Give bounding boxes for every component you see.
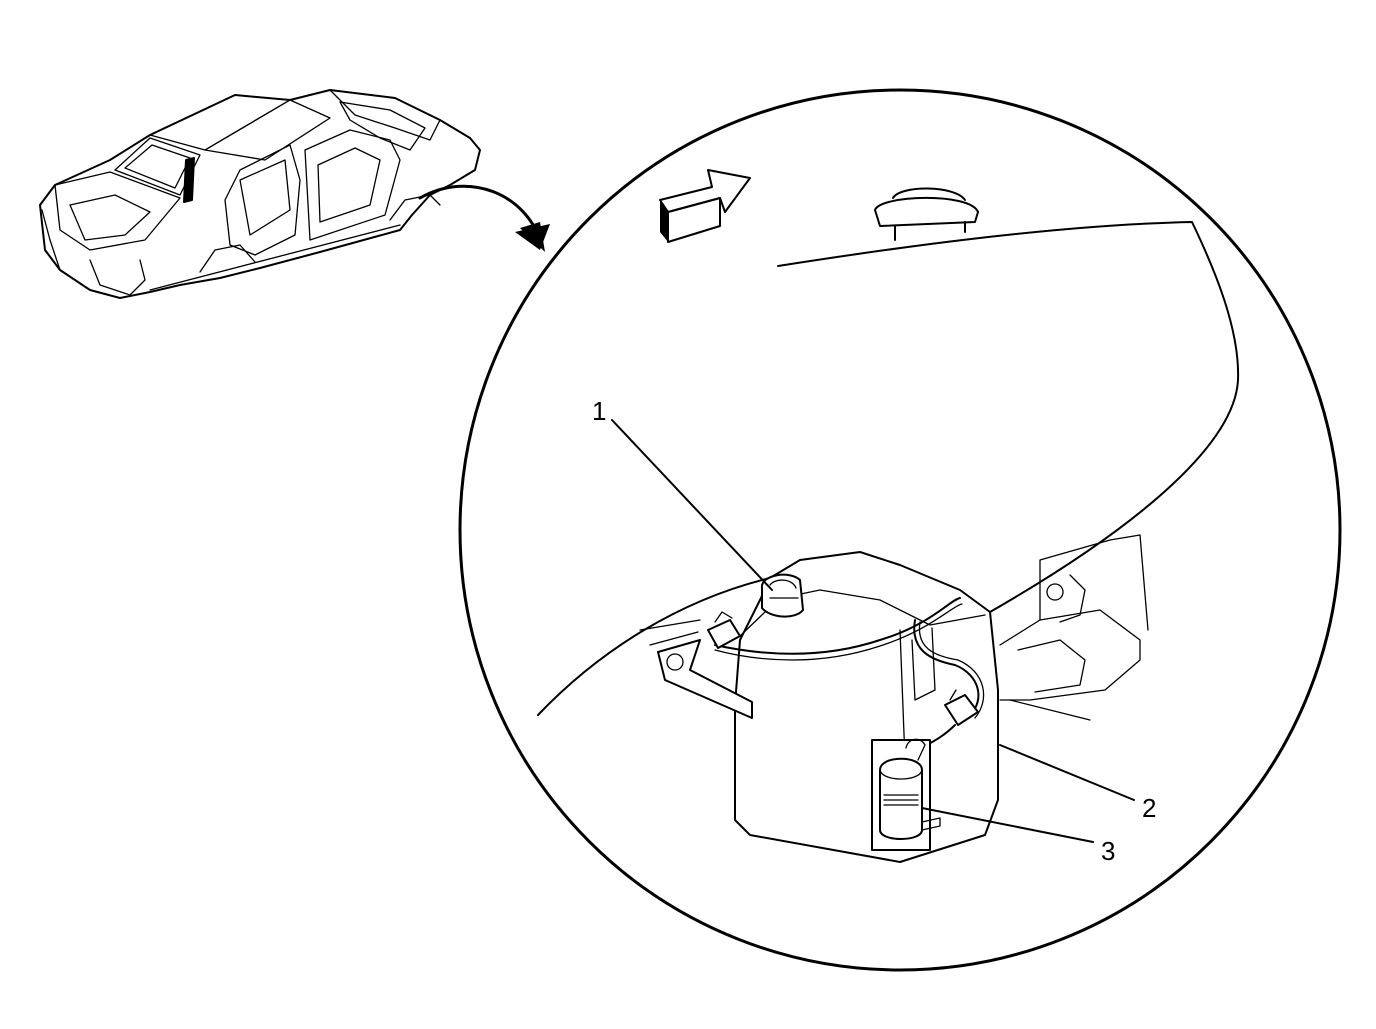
locator-arrow bbox=[418, 184, 550, 252]
washer-fluid-reservoir bbox=[734, 534, 1149, 863]
reservoir-mount-bracket bbox=[639, 619, 753, 719]
leader-2 bbox=[999, 744, 1135, 801]
leader-1 bbox=[611, 419, 773, 591]
callout-leaders bbox=[611, 419, 1135, 843]
pump-connector bbox=[944, 689, 979, 726]
sensor-connector bbox=[707, 611, 766, 649]
callout-1: 1 bbox=[592, 396, 606, 426]
callout-2: 2 bbox=[1142, 793, 1156, 823]
fluid-level-sensor bbox=[761, 573, 804, 618]
washer-pump bbox=[871, 738, 941, 851]
leader-3 bbox=[921, 807, 1094, 843]
wiring-harness bbox=[714, 597, 985, 753]
detail-view-circle bbox=[458, 88, 1342, 972]
reservoir-fill-cap bbox=[874, 187, 979, 241]
callout-3: 3 bbox=[1101, 836, 1115, 866]
fender-panel bbox=[537, 221, 1240, 716]
vehicle-body-locator bbox=[39, 89, 481, 299]
forward-arrow-icon bbox=[659, 169, 751, 243]
